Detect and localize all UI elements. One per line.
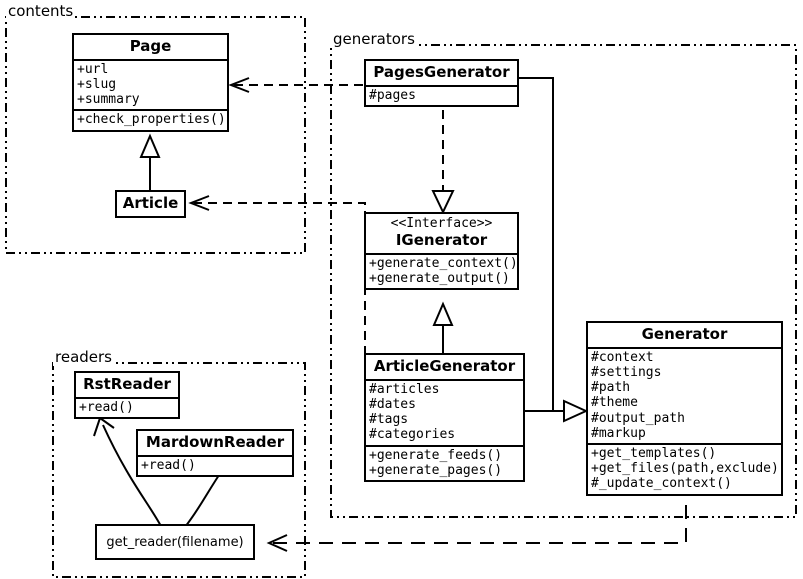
class-page-attribute: +slug bbox=[77, 77, 117, 92]
class-igenerator-operation: +generate_context() bbox=[369, 255, 518, 271]
class-pages-generator-title: PagesGenerator bbox=[373, 63, 510, 81]
class-article-generator-attributes: #articles #dates #tags #categories bbox=[366, 378, 523, 445]
class-generator-operation: #_update_context() bbox=[591, 476, 732, 492]
package-label-readers: readers bbox=[53, 348, 114, 366]
class-generator-attribute: #markup bbox=[591, 425, 646, 441]
class-generator-attribute: #settings bbox=[591, 365, 662, 380]
class-page-attributes: +url +slug +summary bbox=[74, 58, 227, 110]
class-rst-reader-operation: +read() bbox=[79, 399, 134, 415]
class-page[interactable]: Page +url +slug +summary +check_properti… bbox=[72, 33, 229, 132]
class-article-generator-operation: +generate_feeds() bbox=[369, 447, 503, 463]
package-label-generators: generators bbox=[331, 30, 417, 48]
class-mardown-reader-operation: +read() bbox=[141, 457, 196, 473]
relation-pagesgenerator-to-page bbox=[228, 77, 363, 93]
class-generator-title: Generator bbox=[641, 325, 728, 343]
class-generator-attribute: #theme bbox=[591, 395, 638, 411]
class-mardown-reader-title: MardownReader bbox=[145, 433, 285, 451]
class-igenerator-operation: +generate_output() bbox=[369, 270, 510, 286]
class-article-generator[interactable]: ArticleGenerator #articles #dates #tags … bbox=[364, 353, 525, 483]
class-igenerator-title: <<Interface>> IGenerator bbox=[366, 214, 517, 253]
class-generator-attributes: #context #settings #path #theme #output_… bbox=[588, 346, 781, 443]
relation-articlegenerator-to-article bbox=[188, 195, 366, 355]
class-rst-reader-operations: +read() bbox=[76, 396, 178, 417]
class-generator-attribute: #output_path bbox=[591, 410, 685, 426]
class-rst-reader-title: RstReader bbox=[83, 375, 171, 393]
class-article-generator-attribute: #tags bbox=[369, 412, 409, 428]
class-mardown-reader-operations: +read() bbox=[138, 454, 292, 475]
relation-articlegenerator-to-igenerator bbox=[432, 301, 454, 355]
class-generator-operation: +get_templates() bbox=[591, 446, 717, 462]
class-generator-operations: +get_templates() +get_files(path,exclude… bbox=[588, 443, 781, 494]
class-article-title: Article bbox=[122, 194, 179, 212]
class-article-generator-attribute: #categories bbox=[369, 427, 456, 443]
class-page-attribute: +summary bbox=[77, 92, 140, 108]
class-page-operations: +check_properties() bbox=[74, 109, 227, 129]
class-article-generator-operation: +generate_pages() bbox=[369, 462, 503, 478]
package-label-contents: contents bbox=[6, 2, 76, 20]
class-article-generator-attribute: #dates bbox=[369, 397, 416, 412]
class-pages-generator-attributes: #pages bbox=[366, 84, 517, 105]
class-igenerator-operations: +generate_context() +generate_output() bbox=[366, 252, 518, 288]
class-generator-attribute: #path bbox=[591, 380, 631, 396]
class-page-operation: +check_properties() bbox=[77, 112, 226, 128]
relation-pagesgenerator-to-igenerator bbox=[431, 110, 455, 215]
relation-generators-to-generator bbox=[519, 77, 589, 423]
function-box-get-reader-label: get_reader(filename) bbox=[106, 534, 244, 550]
function-box-get-reader[interactable]: get_reader(filename) bbox=[95, 524, 255, 560]
relation-generator-to-getreader bbox=[266, 505, 687, 552]
class-article[interactable]: Article bbox=[115, 190, 186, 218]
class-mardown-reader[interactable]: MardownReader +read() bbox=[136, 429, 294, 477]
class-generator-operation: +get_files(path,exclude) bbox=[591, 461, 779, 477]
class-pages-generator-attribute: #pages bbox=[369, 87, 416, 103]
class-page-title: Page bbox=[129, 37, 172, 55]
class-generator-attribute: #context bbox=[591, 349, 654, 365]
class-igenerator-name: IGenerator bbox=[395, 230, 488, 249]
class-article-generator-operations: +generate_feeds() +generate_pages() bbox=[366, 444, 523, 480]
class-igenerator[interactable]: <<Interface>> IGenerator +generate_conte… bbox=[364, 212, 519, 291]
class-rst-reader[interactable]: RstReader +read() bbox=[74, 371, 180, 419]
class-article-generator-attribute: #articles bbox=[369, 381, 440, 397]
class-page-attribute: +url bbox=[77, 61, 109, 77]
class-igenerator-stereotype: <<Interface>> bbox=[390, 216, 493, 231]
relation-article-to-page bbox=[139, 133, 161, 190]
class-generator[interactable]: Generator #context #settings #path #them… bbox=[586, 321, 783, 496]
class-pages-generator[interactable]: PagesGenerator #pages bbox=[364, 59, 519, 107]
class-article-generator-title: ArticleGenerator bbox=[373, 357, 516, 375]
